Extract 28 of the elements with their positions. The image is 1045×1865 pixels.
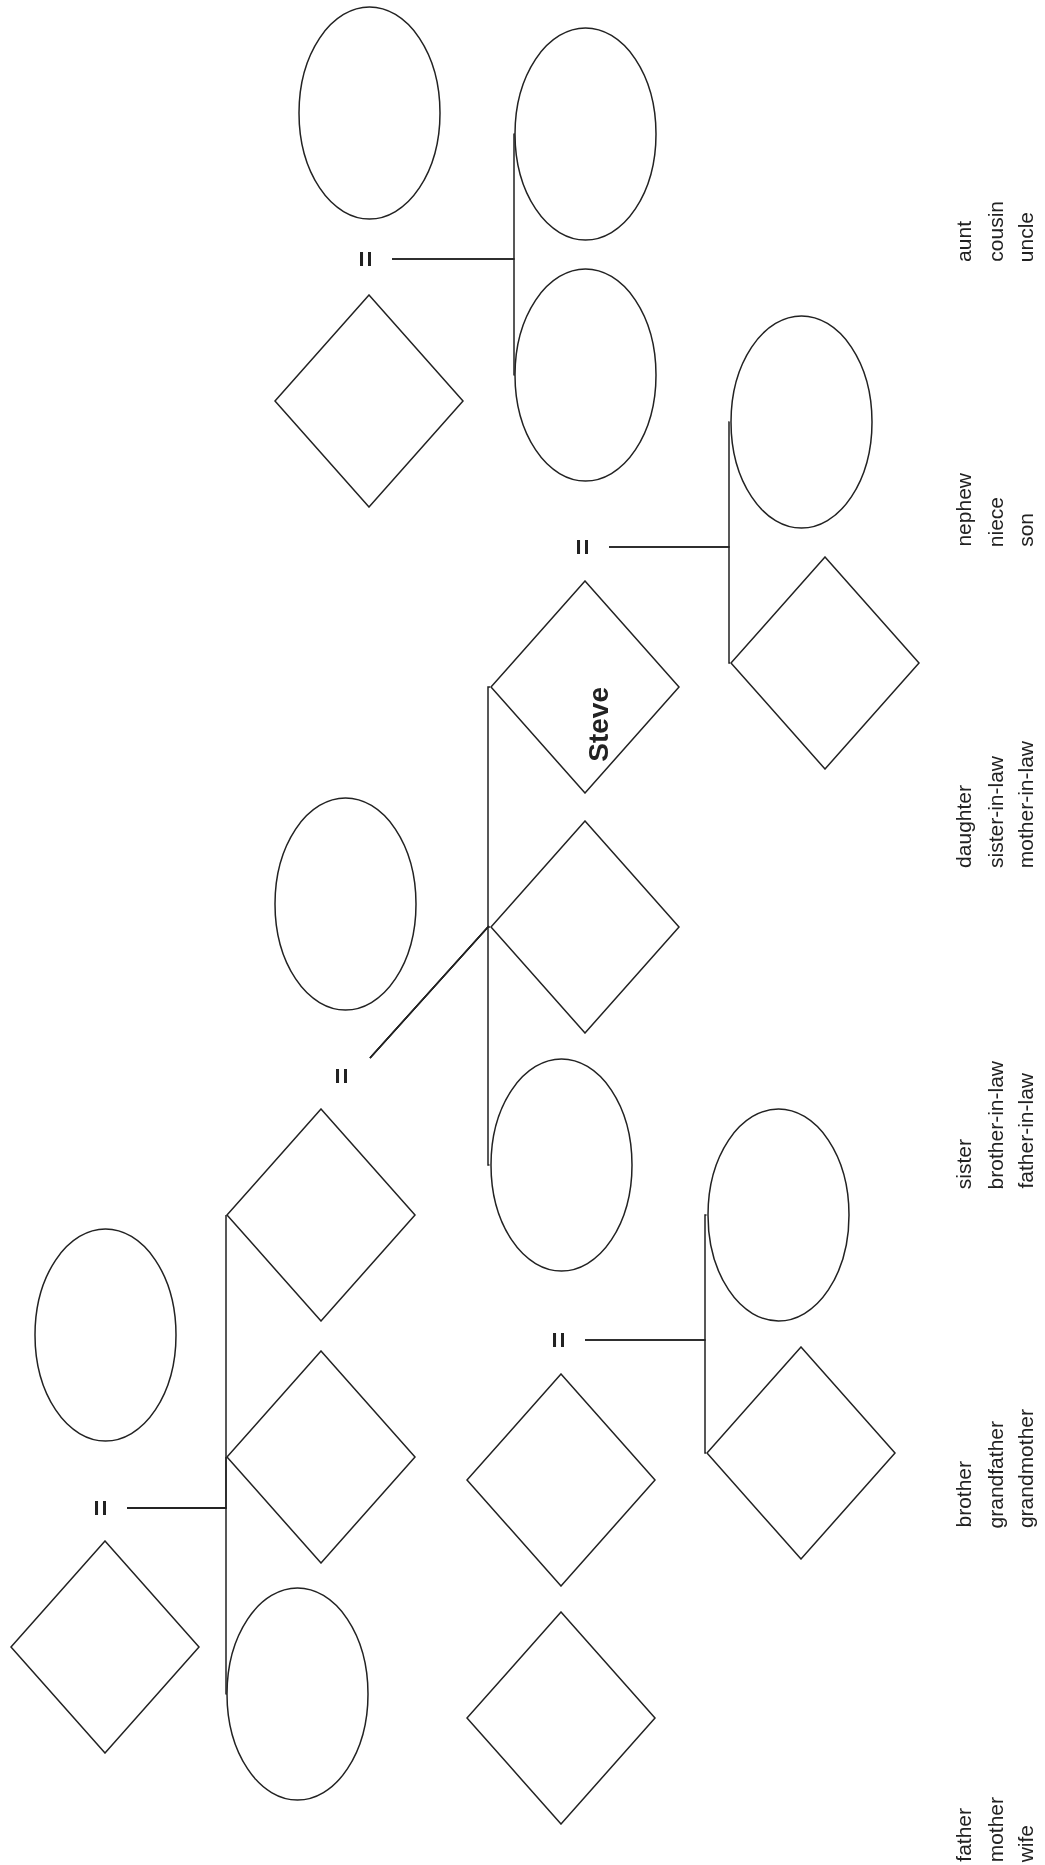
word-bank-word: mother [984, 1796, 1006, 1862]
connector-line [126, 1214, 227, 1509]
word-bank-word: father-in-law [1014, 1073, 1036, 1189]
word-bank-word: grandfather [984, 1420, 1006, 1528]
word-bank-word: cousin [984, 201, 1006, 262]
marriage-sign: = [545, 1331, 573, 1349]
person-name: Steve [585, 687, 613, 762]
word-bank-word: sister-in-law [984, 756, 1006, 868]
word-bank-word: wife [1014, 1824, 1036, 1862]
word-bank-word: son [1014, 513, 1036, 547]
word-bank-word: brother-in-law [984, 1060, 1006, 1189]
word-bank-word: aunt [952, 221, 974, 262]
word-bank-word: nephew [952, 473, 974, 547]
connector-line [584, 1339, 707, 1454]
marriage-sign: = [352, 250, 380, 268]
word-bank-word: brother [952, 1461, 974, 1528]
word-bank-word: mother-in-law [1014, 740, 1036, 868]
word-bank-word: daughter [952, 785, 974, 868]
connector-line [369, 686, 491, 1059]
connector-line [608, 546, 731, 664]
word-bank-word: uncle [1014, 211, 1036, 262]
word-bank-word: father [952, 1808, 974, 1862]
marriage-sign: = [569, 538, 597, 556]
word-bank-word: grandmother [1014, 1408, 1036, 1528]
marriage-sign: = [328, 1067, 356, 1085]
word-bank-word: sister [952, 1138, 974, 1189]
marriage-sign: = [87, 1499, 115, 1517]
word-bank-word: niece [984, 496, 1006, 547]
